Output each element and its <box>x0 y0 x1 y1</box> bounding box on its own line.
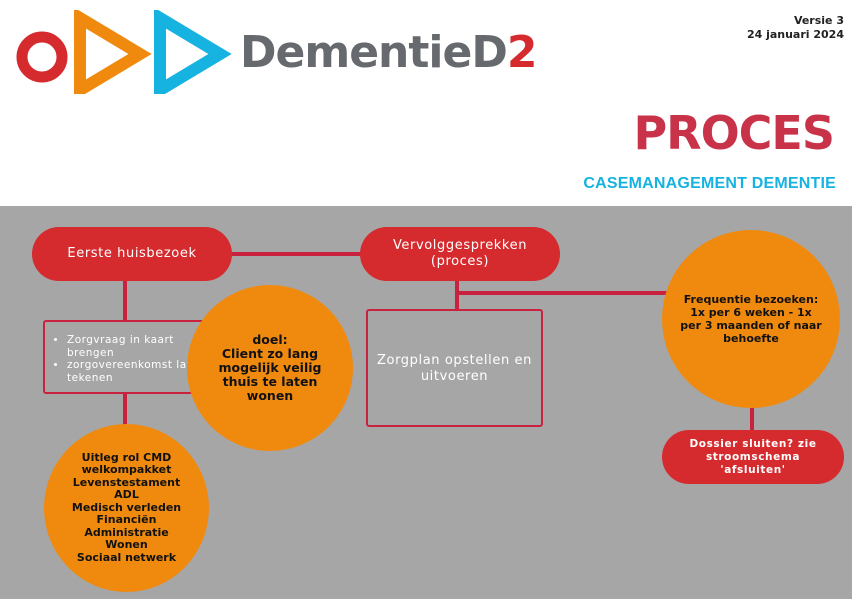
explain-item: Sociaal netwerk <box>76 550 177 564</box>
process-diagram: Zorgvraag in kaart brengen zorgovereenko… <box>0 206 852 599</box>
frequency-node: Frequentie bezoeken: 1x per 6 weken - 1x… <box>662 230 840 408</box>
goal-text: Client zo lang mogelijk veilig thuis te … <box>218 346 322 403</box>
connector-followup-careplan <box>455 280 459 310</box>
version-info: Versie 3 24 januari 2024 <box>747 14 844 42</box>
followup-label-line2: (proces) <box>430 254 490 269</box>
intake-tasks-list: Zorgvraag in kaart brengen zorgovereenko… <box>45 334 221 384</box>
explain-item: Financiën <box>96 513 157 527</box>
explain-item: welkompakket <box>81 463 172 477</box>
page-title: PROCES <box>633 106 835 160</box>
goal-node: doel: Client zo lang mogelijk veilig thu… <box>187 285 353 451</box>
connector-frequency-close <box>750 396 754 434</box>
goal-heading: doel: <box>252 332 288 347</box>
intake-tasks-box: Zorgvraag in kaart brengen zorgovereenko… <box>43 320 223 394</box>
connector-followup-frequency <box>459 291 669 295</box>
explain-item: Administratie <box>84 525 169 539</box>
followup-node: Vervolggesprekken (proces) <box>360 227 560 281</box>
connector-first-bullets <box>123 280 127 322</box>
explain-item: ADL <box>114 488 139 502</box>
explain-item: Levenstestament <box>72 475 181 489</box>
frequency-text: Frequentie bezoeken: 1x per 6 weken - 1x… <box>680 293 822 345</box>
version-date: 24 januari 2024 <box>746 28 844 41</box>
explain-item: Uitleg rol CMD <box>81 450 172 464</box>
logo-icon <box>16 10 232 94</box>
list-item: Zorgvraag in kaart brengen <box>67 334 221 359</box>
explain-node: Uitleg rol CMD welkompakket Levenstestam… <box>44 424 209 592</box>
version-label: Versie 3 <box>793 14 844 27</box>
connector-first-followup <box>230 252 362 256</box>
first-visit-label: Eerste huisbezoek <box>67 246 197 261</box>
page-subtitle: CASEMANAGEMENT DEMENTIE <box>583 175 836 192</box>
header: DementieD2 Versie 3 24 januari 2024 PROC… <box>0 0 852 206</box>
logo-wordmark: DementieD2 <box>240 27 538 78</box>
connector-bullets-explain <box>123 392 127 432</box>
close-dossier-label: Dossier sluiten? zie stroomschema 'afslu… <box>689 437 817 476</box>
care-plan-text: Zorgplan opstellen en uitvoeren <box>377 353 532 384</box>
list-item: zorgovereenkomst laten tekenen <box>67 359 221 384</box>
explain-item: Medisch verleden <box>71 500 182 514</box>
care-plan-box: Zorgplan opstellen en uitvoeren <box>366 309 543 427</box>
explain-item: Wonen <box>105 538 148 552</box>
first-visit-node: Eerste huisbezoek <box>32 227 232 281</box>
followup-label-line1: Vervolggesprekken <box>392 238 528 253</box>
close-dossier-node: Dossier sluiten? zie stroomschema 'afslu… <box>662 430 844 484</box>
logo-text-accent: 2 <box>506 27 538 78</box>
logo-text-main: DementieD <box>240 27 508 78</box>
